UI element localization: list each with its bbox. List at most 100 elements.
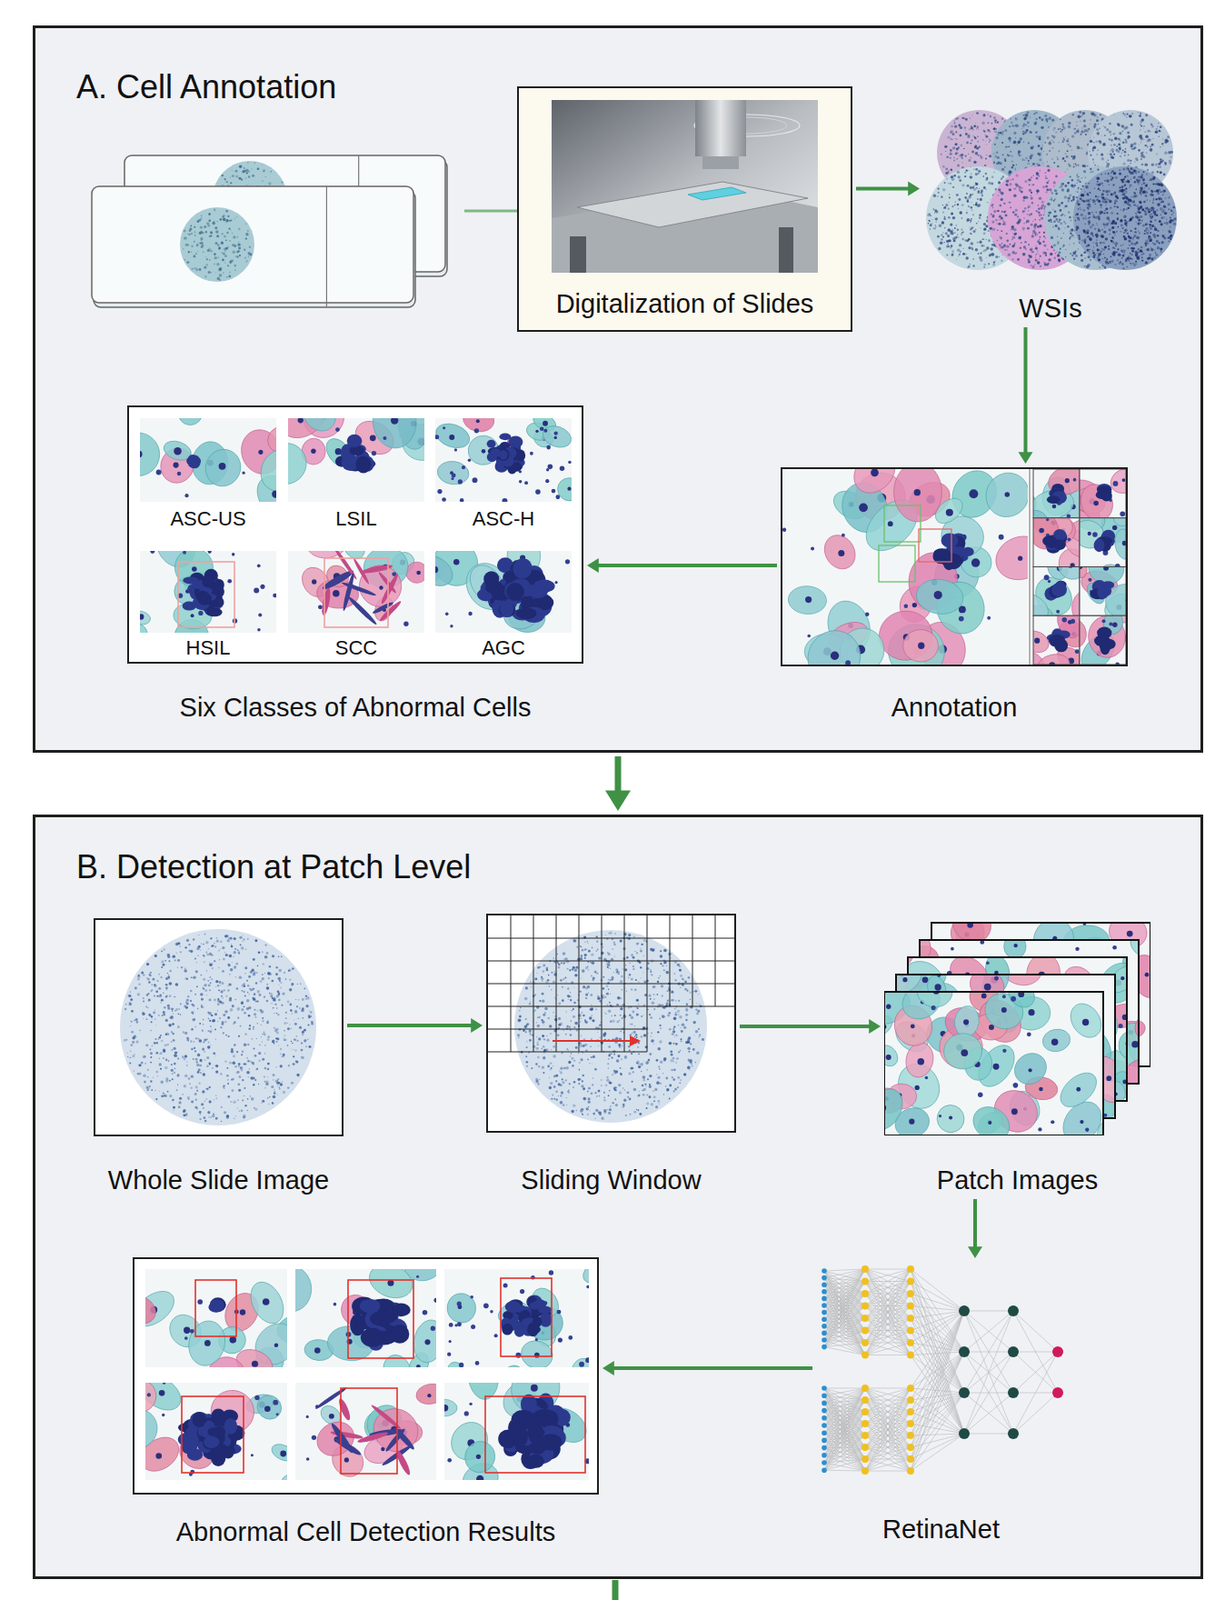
stain-dot: [219, 267, 223, 271]
stain-dot: [986, 201, 988, 203]
stain-dot: [217, 277, 220, 280]
stain-dot: [976, 125, 979, 128]
stain-dot: [237, 249, 240, 253]
stain-dot: [227, 215, 230, 218]
stain-dot: [954, 204, 957, 207]
stain-dot: [990, 212, 993, 215]
stain-dot: [1038, 116, 1041, 119]
stain-dot: [946, 171, 949, 174]
stain-dot: [1151, 124, 1154, 127]
stain-dot: [967, 265, 971, 269]
stain-dot: [1024, 207, 1027, 210]
stain-dot: [1014, 187, 1016, 190]
stain-dot: [226, 276, 228, 278]
stain-dot: [235, 175, 239, 179]
stain-dot: [1106, 152, 1108, 154]
stain-dot: [261, 179, 263, 181]
stain-dot: [236, 216, 238, 218]
stain-dot: [1139, 112, 1142, 115]
stain-dot: [1080, 129, 1084, 133]
stain-dot: [197, 250, 199, 252]
stain-dot: [183, 229, 187, 233]
stain-dot: [949, 222, 953, 226]
stain-dot: [948, 193, 950, 195]
stain-dot: [1061, 129, 1064, 131]
stain-dot: [1052, 129, 1055, 131]
stain-dot: [985, 189, 986, 190]
stain-dot: [969, 206, 973, 210]
stain-dot: [992, 214, 995, 217]
stain-dot: [1098, 127, 1101, 130]
stain-dot: [978, 240, 982, 244]
stain-dot: [1083, 164, 1086, 168]
stain-dot: [218, 268, 221, 271]
stain-dot: [996, 156, 1000, 160]
stain-dot: [1029, 116, 1032, 119]
stain-dot: [1159, 146, 1161, 148]
stain-dot: [193, 240, 196, 243]
stain-dot: [208, 219, 210, 221]
arrow-shaft: [615, 756, 622, 795]
stain-dot: [985, 239, 987, 240]
stain-dot: [956, 258, 957, 260]
stain-dot: [1107, 159, 1110, 161]
stain-dot: [1045, 177, 1047, 180]
stain-dot: [966, 135, 970, 139]
stain-dot: [988, 138, 990, 140]
stain-dot: [190, 250, 192, 252]
stain-dot: [1011, 244, 1015, 248]
stain-dot: [221, 251, 224, 254]
stain-dot: [948, 152, 952, 156]
stain-dot: [995, 151, 998, 154]
stain-dot: [970, 201, 972, 203]
stain-dot: [1025, 219, 1030, 224]
stain-dot: [1155, 170, 1159, 174]
stain-dot: [251, 174, 255, 178]
stain-dot: [1123, 127, 1126, 130]
stain-dot: [248, 256, 250, 259]
stain-dot: [971, 193, 974, 196]
stain-dot: [1065, 136, 1066, 138]
stain-dot: [943, 217, 947, 220]
stain-dot: [993, 127, 996, 130]
stain-dot: [999, 161, 1003, 165]
stain-dot: [946, 244, 949, 248]
stain-dot: [1063, 126, 1066, 130]
stain-dot: [966, 267, 968, 269]
stain-dot: [986, 129, 990, 132]
stain-dot: [985, 136, 987, 138]
stain-dot: [1121, 124, 1126, 129]
stain-dot: [1074, 131, 1077, 135]
stain-dot: [270, 170, 272, 172]
stage-leg: [778, 227, 794, 273]
stain-dot: [226, 248, 228, 249]
stain-dot: [995, 255, 998, 259]
stain-dot: [1145, 151, 1147, 153]
stain-dot: [1043, 150, 1045, 152]
stain-dot: [947, 239, 951, 242]
stain-dot: [978, 145, 981, 148]
stain-dot: [940, 195, 944, 199]
stain-dot: [1093, 145, 1097, 150]
stain-dot: [199, 237, 203, 240]
stain-dot: [1040, 118, 1044, 121]
stain-dot: [199, 242, 202, 245]
stain-dot: [997, 222, 1001, 226]
stain-dot: [945, 150, 947, 152]
stain-dot: [954, 227, 957, 230]
stain-dot: [1116, 122, 1119, 125]
stain-dot: [1141, 163, 1145, 167]
stain-dot: [929, 223, 933, 227]
stain-dot: [1155, 130, 1158, 134]
stain-dot: [1035, 254, 1037, 257]
stain-dot: [993, 116, 996, 120]
stain-dot: [956, 229, 959, 231]
stain-dot: [934, 227, 937, 230]
stain-dot: [993, 152, 996, 155]
stain-dot: [1163, 173, 1166, 177]
stain-dot: [996, 120, 1000, 124]
stain-dot: [234, 264, 236, 266]
stain-dot: [964, 176, 966, 178]
stain-dot: [963, 148, 966, 150]
stain-dot: [947, 245, 950, 248]
